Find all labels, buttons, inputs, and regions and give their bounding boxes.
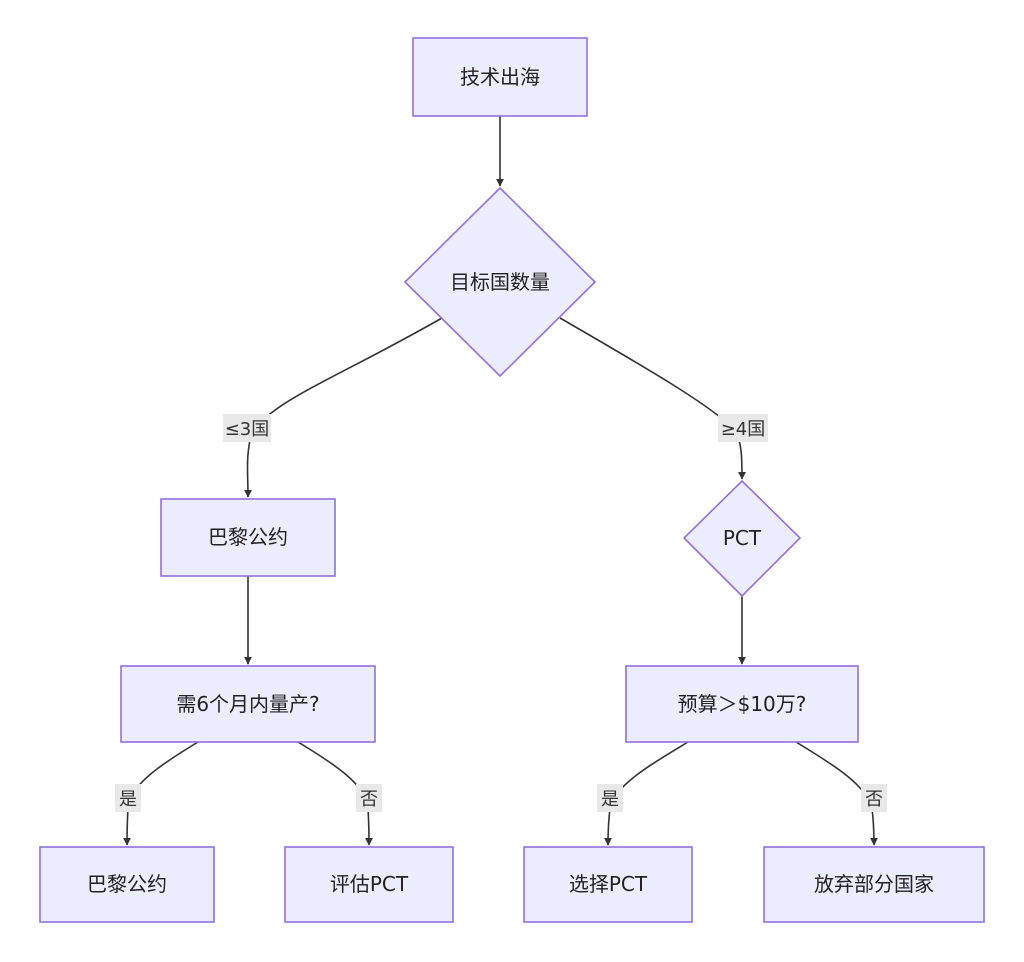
edge-label-ge4: ≥4国 (718, 414, 768, 442)
edge-labels: ≤3国 ≥4国 是 否 是 否 (115, 414, 887, 812)
edge-label-yes-left: 是 (115, 784, 141, 812)
node-drop-countries: 放弃部分国家 (763, 846, 985, 923)
node-paris-convention-b: 巴黎公约 (39, 846, 215, 923)
node-paris-convention: 巴黎公约 (160, 498, 336, 577)
edge-label-no-left: 否 (356, 784, 382, 812)
node-budget-question-text: 预算＞$10万? (678, 692, 807, 716)
node-choose-pct-text: 选择PCT (569, 872, 648, 896)
node-production-question-text: 需6个月内量产? (176, 692, 319, 716)
node-start-text: 技术出海 (460, 65, 540, 89)
node-evaluate-pct-text: 评估PCT (330, 872, 409, 896)
edge-label-ge4-text: ≥4国 (721, 419, 766, 440)
node-evaluate-pct: 评估PCT (284, 846, 454, 923)
nodes: 技术出海 目标国数量 巴黎公约 PCT 需6个月内量产? 预算＞$10万? 巴黎… (39, 37, 985, 923)
edge-label-no-right-text: 否 (865, 789, 883, 810)
decision-pct: PCT (682, 479, 802, 598)
node-paris-convention-text: 巴黎公约 (208, 525, 288, 549)
edge-label-no-right: 否 (861, 784, 887, 812)
node-paris-convention-b-text: 巴黎公约 (87, 872, 167, 896)
edge-label-le3: ≤3国 (223, 414, 271, 442)
decision-target-count: 目标国数量 (403, 186, 597, 378)
node-choose-pct: 选择PCT (523, 846, 693, 923)
node-start: 技术出海 (412, 37, 588, 117)
edge-label-no-left-text: 否 (360, 789, 378, 810)
edge-label-yes-left-text: 是 (119, 789, 137, 810)
edge-label-yes-right: 是 (597, 784, 623, 812)
node-drop-countries-text: 放弃部分国家 (814, 872, 934, 896)
node-production-question: 需6个月内量产? (120, 665, 376, 743)
decision-pct-text: PCT (723, 526, 762, 550)
edge-label-yes-right-text: 是 (601, 789, 619, 810)
decision-target-count-text: 目标国数量 (450, 270, 550, 294)
edge-count-to-pct (559, 317, 746, 480)
edge-count-to-paris (243, 317, 443, 498)
edge-label-le3-text: ≤3国 (225, 419, 270, 440)
node-budget-question: 预算＞$10万? (625, 665, 859, 743)
